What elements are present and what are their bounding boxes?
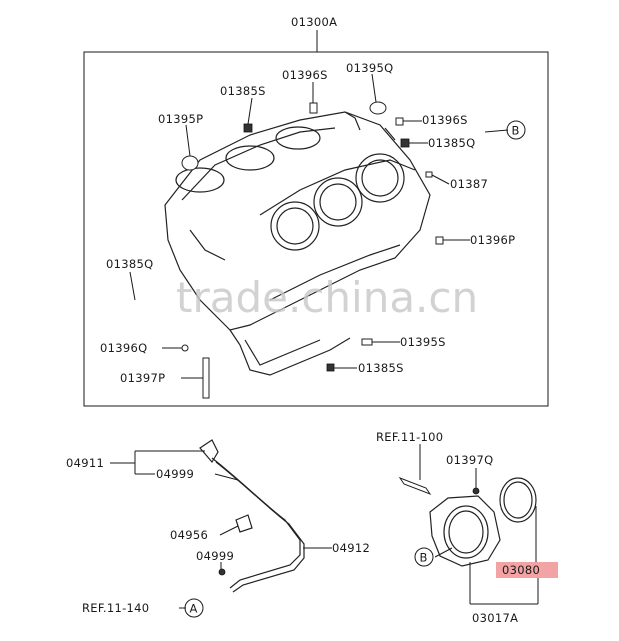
- oil-gauge-leaders: [110, 450, 332, 609]
- label-03017a: 03017A: [472, 611, 518, 625]
- seal-case-leaders: [419, 444, 539, 605]
- plug-01396s-right: [395, 117, 404, 126]
- label-04912: 04912: [332, 541, 370, 555]
- label-ref-11-140: REF.11-140: [82, 601, 149, 615]
- cylinder-block-drawing: [164, 111, 431, 376]
- label-01395s: 01395S: [400, 335, 446, 349]
- label-01385q-right: 01385Q: [428, 136, 475, 150]
- label-01385s-top: 01385S: [220, 84, 266, 98]
- label-01395p: 01395P: [158, 112, 203, 126]
- callout-b-top-letter: B: [512, 124, 520, 138]
- label-04956: 04956: [170, 528, 208, 542]
- callout-a-letter: A: [190, 602, 198, 616]
- label-04999-upper: 04999: [156, 467, 194, 481]
- label-01396q: 01396Q: [100, 341, 147, 355]
- label-04999-lower: 04999: [196, 549, 234, 563]
- label-01300a: 01300A: [291, 15, 337, 29]
- label-ref-11-100: REF.11-100: [376, 430, 443, 444]
- plug-01396p: [435, 236, 444, 245]
- callout-a: [184, 598, 204, 618]
- callout-b-bottom-letter: B: [420, 551, 428, 565]
- plug-01385s-top: [243, 123, 253, 133]
- highlight-03080: [496, 562, 558, 578]
- label-01396p: 01396P: [470, 233, 515, 247]
- block-leaders: [129, 73, 509, 379]
- label-01387: 01387: [450, 177, 488, 191]
- label-01397q: 01397Q: [446, 453, 493, 467]
- plug-01385q-right: [400, 138, 410, 148]
- seal-case-drawing: [398, 476, 537, 567]
- label-04911: 04911: [66, 456, 104, 470]
- callout-b-top: [506, 120, 526, 140]
- plug-01396s-top: [309, 102, 318, 114]
- label-03080: 03080: [502, 563, 540, 577]
- label-01397p: 01397P: [120, 371, 165, 385]
- label-01396s-top: 01396S: [282, 68, 328, 82]
- label-01396s-right: 01396S: [422, 113, 468, 127]
- callout-b-bottom: [414, 547, 434, 567]
- cup-01395p: [181, 155, 199, 171]
- plug-01385s-bottom: [326, 363, 335, 372]
- plug-01396q: [181, 344, 189, 352]
- pin-01387: [425, 171, 433, 178]
- oil-gauge-drawing: [199, 439, 305, 593]
- cup-01395q: [369, 101, 387, 115]
- label-01385q-left: 01385Q: [106, 257, 153, 271]
- bolt-01397p: [202, 357, 210, 399]
- watermark: trade.china.cn: [176, 273, 478, 322]
- cup-01395s: [361, 338, 373, 346]
- label-01385s-bottom: 01385S: [358, 361, 404, 375]
- label-01395q: 01395Q: [346, 61, 393, 75]
- block-frame: [83, 51, 549, 407]
